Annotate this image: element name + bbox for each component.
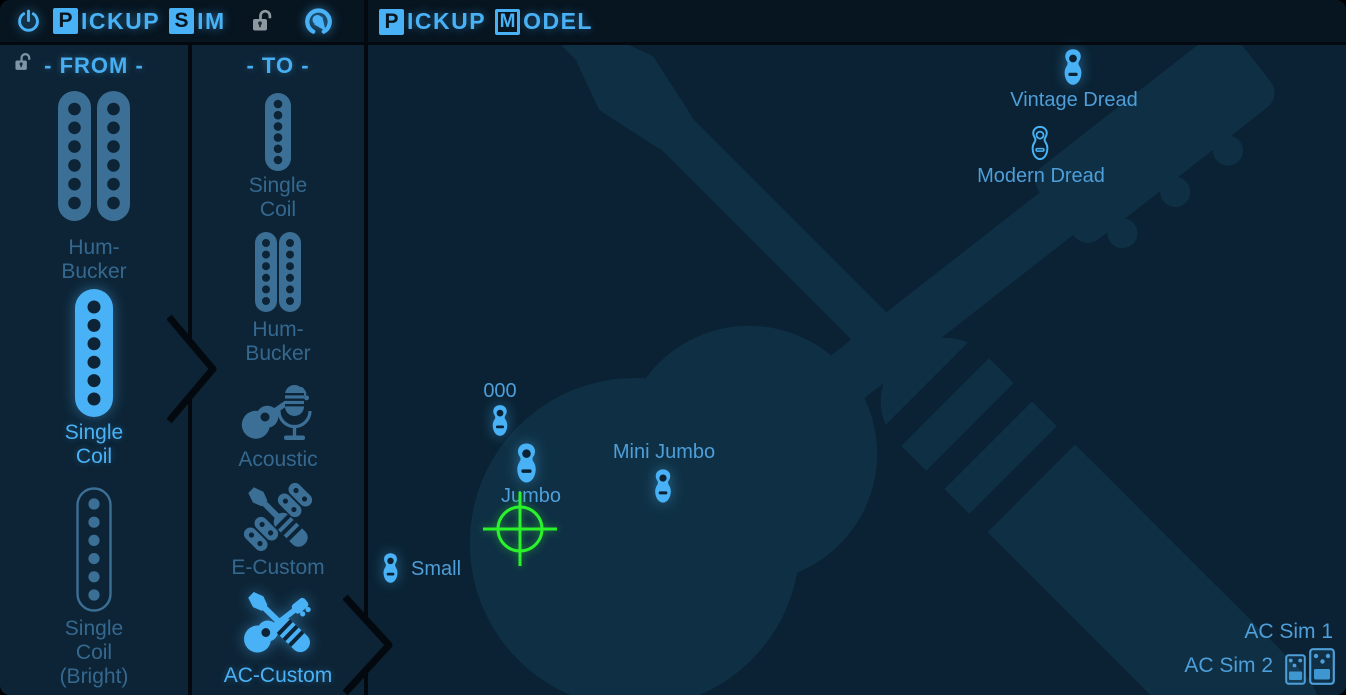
power-icon[interactable] xyxy=(15,8,42,35)
ac-sim-2[interactable]: AC Sim 2 xyxy=(1184,648,1335,685)
pickup-model-map xyxy=(368,45,1346,695)
from-item-single-coil-icon[interactable] xyxy=(74,288,114,418)
to-item-e-custom-icon[interactable] xyxy=(238,481,318,553)
marker-jumbo-icon[interactable] xyxy=(510,442,543,484)
to-item-ac-custom-icon[interactable] xyxy=(236,583,320,663)
to-item-e-custom-label[interactable]: E-Custom xyxy=(231,556,325,579)
knob-icon[interactable] xyxy=(303,5,334,37)
model-title-boxed-p: P xyxy=(379,8,404,35)
from-item-single-coil-bright-icon[interactable] xyxy=(75,486,113,613)
to-selection-pointer xyxy=(343,594,393,695)
from-header: - FROM - xyxy=(44,53,144,78)
app-title-boxed-s: S xyxy=(169,8,195,34)
to-item-single-coil-label[interactable]: Single Coil xyxy=(248,174,308,221)
from-item-single-coil-label[interactable]: Single Coil xyxy=(64,421,124,468)
model-title-boxed-m: M xyxy=(495,8,521,35)
crosshair-icon[interactable] xyxy=(475,484,565,574)
marker-000-icon[interactable] xyxy=(487,404,513,437)
marker-jumbo-label[interactable]: Jumbo xyxy=(500,485,562,507)
marker-modern-dread-label[interactable]: Modern Dread xyxy=(977,165,1105,187)
to-header: - TO - xyxy=(246,53,310,78)
marker-small-icon[interactable] xyxy=(378,552,403,584)
from-item-humbucker-icon[interactable] xyxy=(57,90,131,222)
pedal-icon xyxy=(1285,654,1306,685)
to-item-single-coil-icon[interactable] xyxy=(264,92,292,172)
to-item-humbucker-label[interactable]: Hum- Bucker xyxy=(245,318,311,365)
to-item-acoustic-label[interactable]: Acoustic xyxy=(238,448,318,471)
app-title-boxed-p: P xyxy=(53,8,78,34)
marker-vintage-dread-label[interactable]: Vintage Dread xyxy=(1010,89,1138,111)
marker-small-label[interactable]: Small xyxy=(411,558,462,580)
marker-mini-jumbo-icon[interactable] xyxy=(649,468,677,504)
from-selection-pointer xyxy=(167,314,217,424)
pedal-icon xyxy=(1309,648,1335,685)
to-panel: - TO - Single Coil Hum- Bucker xyxy=(192,45,364,695)
marker-mini-jumbo-label[interactable]: Mini Jumbo xyxy=(612,441,716,463)
marker-vintage-dread-icon[interactable] xyxy=(1058,48,1088,86)
ac-sim-1[interactable]: AC Sim 1 xyxy=(1244,620,1333,643)
marker-000-label[interactable]: 000 xyxy=(483,380,517,402)
from-item-single-coil-bright-label[interactable]: Single Coil (Bright) xyxy=(59,617,129,688)
titlebar-divider xyxy=(0,42,1346,45)
marker-modern-dread-icon[interactable] xyxy=(1026,125,1054,161)
from-panel: - FROM - Hum- Bucker Single Coil S xyxy=(0,45,188,695)
from-item-humbucker-label[interactable]: Hum- Bucker xyxy=(61,236,127,283)
to-item-humbucker-icon[interactable] xyxy=(254,231,302,313)
unlock-icon[interactable] xyxy=(250,9,277,34)
ac-sim-2-label[interactable]: AC Sim 2 xyxy=(1184,654,1273,677)
unlock-small-icon[interactable] xyxy=(13,52,35,78)
to-item-ac-custom-label[interactable]: AC-Custom xyxy=(223,664,333,687)
to-item-acoustic-icon[interactable] xyxy=(238,373,318,451)
panel-main-divider xyxy=(364,0,368,695)
guitar-screwdriver-silhouette xyxy=(469,45,1320,695)
